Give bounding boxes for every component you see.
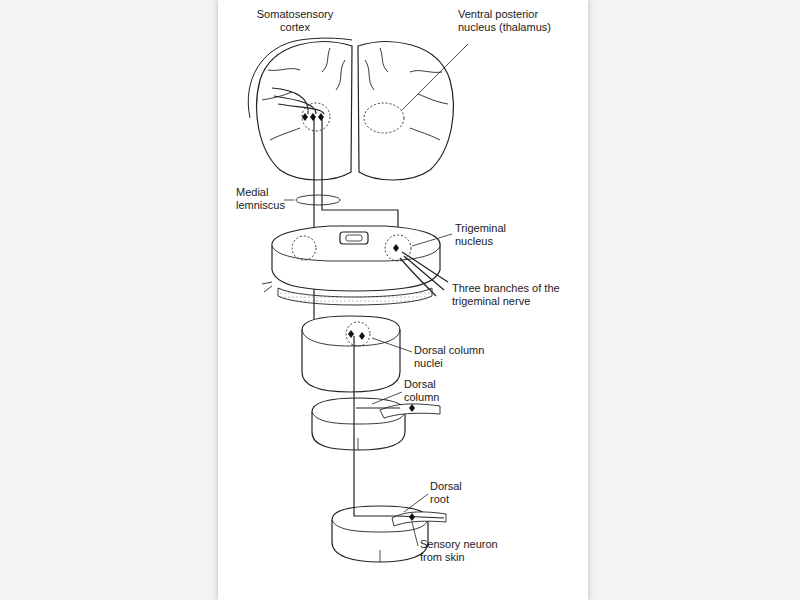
part-label: Dorsal column nuclei bbox=[414, 344, 494, 369]
part-label: Somatosensory cortex bbox=[252, 8, 338, 33]
part-label: Medial lemniscus bbox=[236, 186, 284, 211]
part-label: Trigeminal nucleus bbox=[455, 222, 517, 247]
part-label: Dorsal root bbox=[430, 480, 482, 505]
part-label: Sensory neuron from skin bbox=[420, 538, 516, 563]
part-label: Dorsal column bbox=[404, 378, 454, 403]
part-label: Three branches of the trigeminal nerve bbox=[452, 282, 584, 307]
part-label: Ventral posterior nucleus (thalamus) bbox=[458, 8, 570, 33]
